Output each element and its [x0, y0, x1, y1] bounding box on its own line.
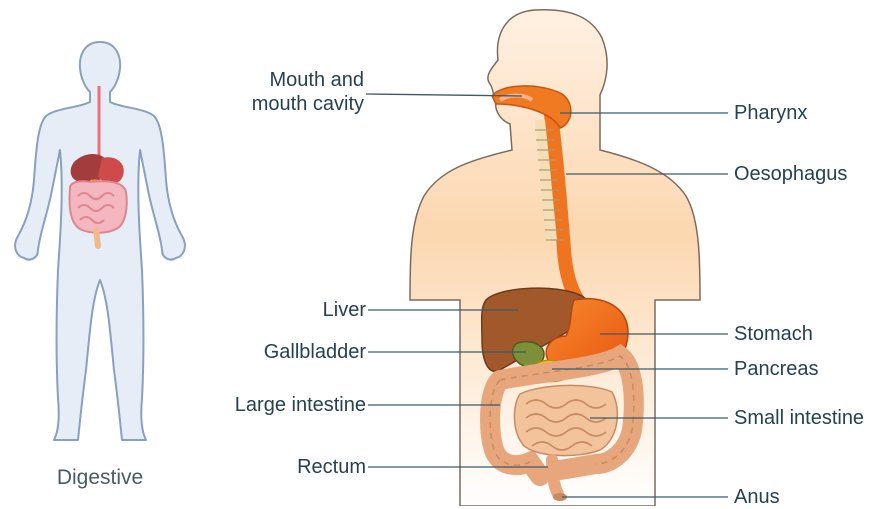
label-small-intestine: Small intestine [734, 406, 864, 430]
label-pancreas: Pancreas [734, 357, 819, 381]
label-pharynx: Pharynx [734, 101, 807, 125]
label-liver: Liver [323, 298, 366, 322]
label-anus: Anus [734, 485, 780, 509]
label-gallbladder: Gallbladder [264, 340, 366, 364]
label-rectum: Rectum [297, 455, 366, 479]
caption-digestive: Digestive [40, 466, 160, 490]
label-mouth-line1: Mouth and [252, 68, 364, 92]
label-oesophagus: Oesophagus [734, 162, 847, 186]
human-silhouette [15, 42, 185, 440]
label-large-intestine: Large intestine [235, 393, 366, 417]
label-mouth-line2: mouth cavity [252, 92, 364, 116]
label-stomach: Stomach [734, 322, 813, 346]
rectum-organ [552, 460, 558, 494]
label-mouth: Mouth and mouth cavity [252, 68, 364, 116]
mini-rectum [96, 230, 98, 246]
small-intestine-organ [514, 385, 617, 455]
